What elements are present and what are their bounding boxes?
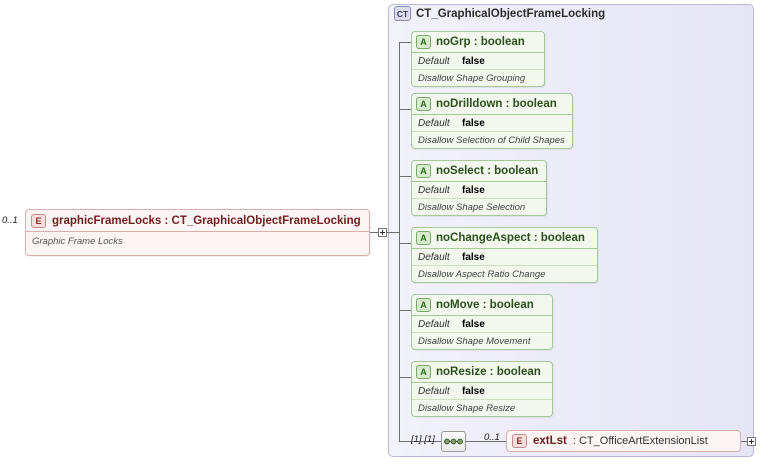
attribute-default-value: false bbox=[462, 251, 485, 263]
ct-container-header: CT CT_GraphicalObjectFrameLocking bbox=[394, 6, 605, 21]
attribute-name-row: A noSelect : boolean bbox=[412, 161, 546, 182]
connector-spine bbox=[399, 42, 400, 441]
attribute-default-label: Default bbox=[418, 55, 450, 67]
ext-occurrence-label: 0..1 bbox=[484, 432, 500, 443]
attribute-badge-icon: A bbox=[416, 35, 431, 49]
attribute-default-label: Default bbox=[418, 251, 450, 263]
attribute-doc-row: Disallow Selection of Child Shapes bbox=[412, 132, 572, 149]
element-name: graphicFrameLocks : CT_GraphicalObjectFr… bbox=[52, 214, 361, 227]
connector-branch-2 bbox=[399, 176, 411, 177]
ct-container-title: CT_GraphicalObjectFrameLocking bbox=[416, 7, 606, 20]
attribute-nochangeaspect[interactable]: A noChangeAspect : boolean Default false… bbox=[411, 227, 598, 283]
connector-branch-4 bbox=[399, 310, 411, 311]
attribute-nomove[interactable]: A noMove : boolean Default false Disallo… bbox=[411, 294, 553, 350]
connector-branch-1 bbox=[399, 109, 411, 110]
sequence-icon[interactable] bbox=[441, 431, 466, 452]
attribute-name: noDrilldown : boolean bbox=[436, 98, 557, 110]
connector-branch-sequence bbox=[399, 441, 441, 442]
attribute-badge-icon: A bbox=[416, 231, 431, 245]
element-doc-row: Graphic Frame Locks bbox=[26, 232, 369, 251]
attribute-default-row: Default false bbox=[412, 115, 572, 132]
attribute-name-row: A noMove : boolean bbox=[412, 295, 552, 316]
connector-branch-3 bbox=[399, 243, 411, 244]
element-graphicframelocks[interactable]: E graphicFrameLocks : CT_GraphicalObject… bbox=[25, 209, 370, 256]
attribute-name-row: A noResize : boolean bbox=[412, 362, 552, 383]
element-badge-icon: E bbox=[31, 213, 46, 228]
attribute-badge-icon: A bbox=[416, 365, 431, 379]
attribute-default-value: false bbox=[462, 55, 485, 67]
attribute-doc: Disallow Selection of Child Shapes bbox=[418, 135, 565, 146]
attribute-name-row: A noGrp : boolean bbox=[412, 32, 544, 53]
attribute-name-row: A noChangeAspect : boolean bbox=[412, 228, 597, 249]
attribute-name: noChangeAspect : boolean bbox=[436, 232, 585, 244]
attribute-doc: Disallow Aspect Ratio Change bbox=[418, 269, 546, 280]
ext-type: : CT_OfficeArtExtensionList bbox=[572, 435, 708, 447]
attribute-default-row: Default false bbox=[412, 53, 544, 70]
connector-branch-0 bbox=[399, 42, 411, 43]
attribute-default-label: Default bbox=[418, 318, 450, 330]
element-expander-icon[interactable] bbox=[378, 228, 387, 237]
attribute-default-row: Default false bbox=[412, 383, 552, 400]
attribute-doc-row: Disallow Shape Grouping bbox=[412, 70, 544, 87]
attribute-doc: Disallow Shape Selection bbox=[418, 202, 526, 213]
ext-badge-icon: E bbox=[512, 434, 527, 448]
connector-element-right bbox=[370, 232, 378, 233]
sequence-occurrence-label: [1] [1] bbox=[411, 434, 435, 445]
attribute-badge-icon: A bbox=[416, 97, 431, 111]
attribute-name: noResize : boolean bbox=[436, 366, 541, 378]
attribute-doc: Disallow Shape Movement bbox=[418, 336, 531, 347]
attribute-noresize[interactable]: A noResize : boolean Default false Disal… bbox=[411, 361, 553, 417]
attribute-default-row: Default false bbox=[412, 316, 552, 333]
attribute-default-value: false bbox=[462, 318, 485, 330]
attribute-nodrilldown[interactable]: A noDrilldown : boolean Default false Di… bbox=[411, 93, 573, 149]
attribute-name: noSelect : boolean bbox=[436, 165, 539, 177]
attribute-doc-row: Disallow Aspect Ratio Change bbox=[412, 266, 597, 283]
attribute-default-row: Default false bbox=[412, 182, 546, 199]
attribute-default-label: Default bbox=[418, 184, 450, 196]
attribute-name: noMove : boolean bbox=[436, 299, 534, 311]
attribute-doc-row: Disallow Shape Movement bbox=[412, 333, 552, 350]
element-doc: Graphic Frame Locks bbox=[32, 236, 123, 247]
attribute-doc-row: Disallow Shape Selection bbox=[412, 199, 546, 216]
attribute-doc: Disallow Shape Resize bbox=[418, 403, 516, 414]
ct-badge-icon: CT bbox=[394, 6, 411, 21]
attribute-default-label: Default bbox=[418, 117, 450, 129]
attribute-default-value: false bbox=[462, 385, 485, 397]
ext-expander-icon[interactable] bbox=[747, 437, 756, 446]
attribute-noselect[interactable]: A noSelect : boolean Default false Disal… bbox=[411, 160, 547, 216]
connector-ext-right bbox=[741, 441, 747, 442]
ext-name: extLst bbox=[533, 435, 567, 447]
element-name-row: E graphicFrameLocks : CT_GraphicalObject… bbox=[26, 210, 369, 232]
attribute-nogrp[interactable]: A noGrp : boolean Default false Disallow… bbox=[411, 31, 545, 87]
element-extlst[interactable]: E extLst : CT_OfficeArtExtensionList bbox=[506, 430, 741, 452]
attribute-default-value: false bbox=[462, 184, 485, 196]
connector-branch-5 bbox=[399, 377, 411, 378]
attribute-doc: Disallow Shape Grouping bbox=[418, 73, 526, 84]
attribute-name: noGrp : boolean bbox=[436, 36, 525, 48]
attribute-doc-row: Disallow Shape Resize bbox=[412, 400, 552, 417]
element-occurrence-label: 0..1 bbox=[2, 215, 18, 226]
attribute-badge-icon: A bbox=[416, 298, 431, 312]
attribute-default-value: false bbox=[462, 117, 485, 129]
attribute-badge-icon: A bbox=[416, 164, 431, 178]
attribute-name-row: A noDrilldown : boolean bbox=[412, 94, 572, 115]
attribute-default-row: Default false bbox=[412, 249, 597, 266]
attribute-default-label: Default bbox=[418, 385, 450, 397]
connector-sequence-to-ext bbox=[466, 441, 506, 442]
connector-to-container bbox=[387, 232, 399, 233]
